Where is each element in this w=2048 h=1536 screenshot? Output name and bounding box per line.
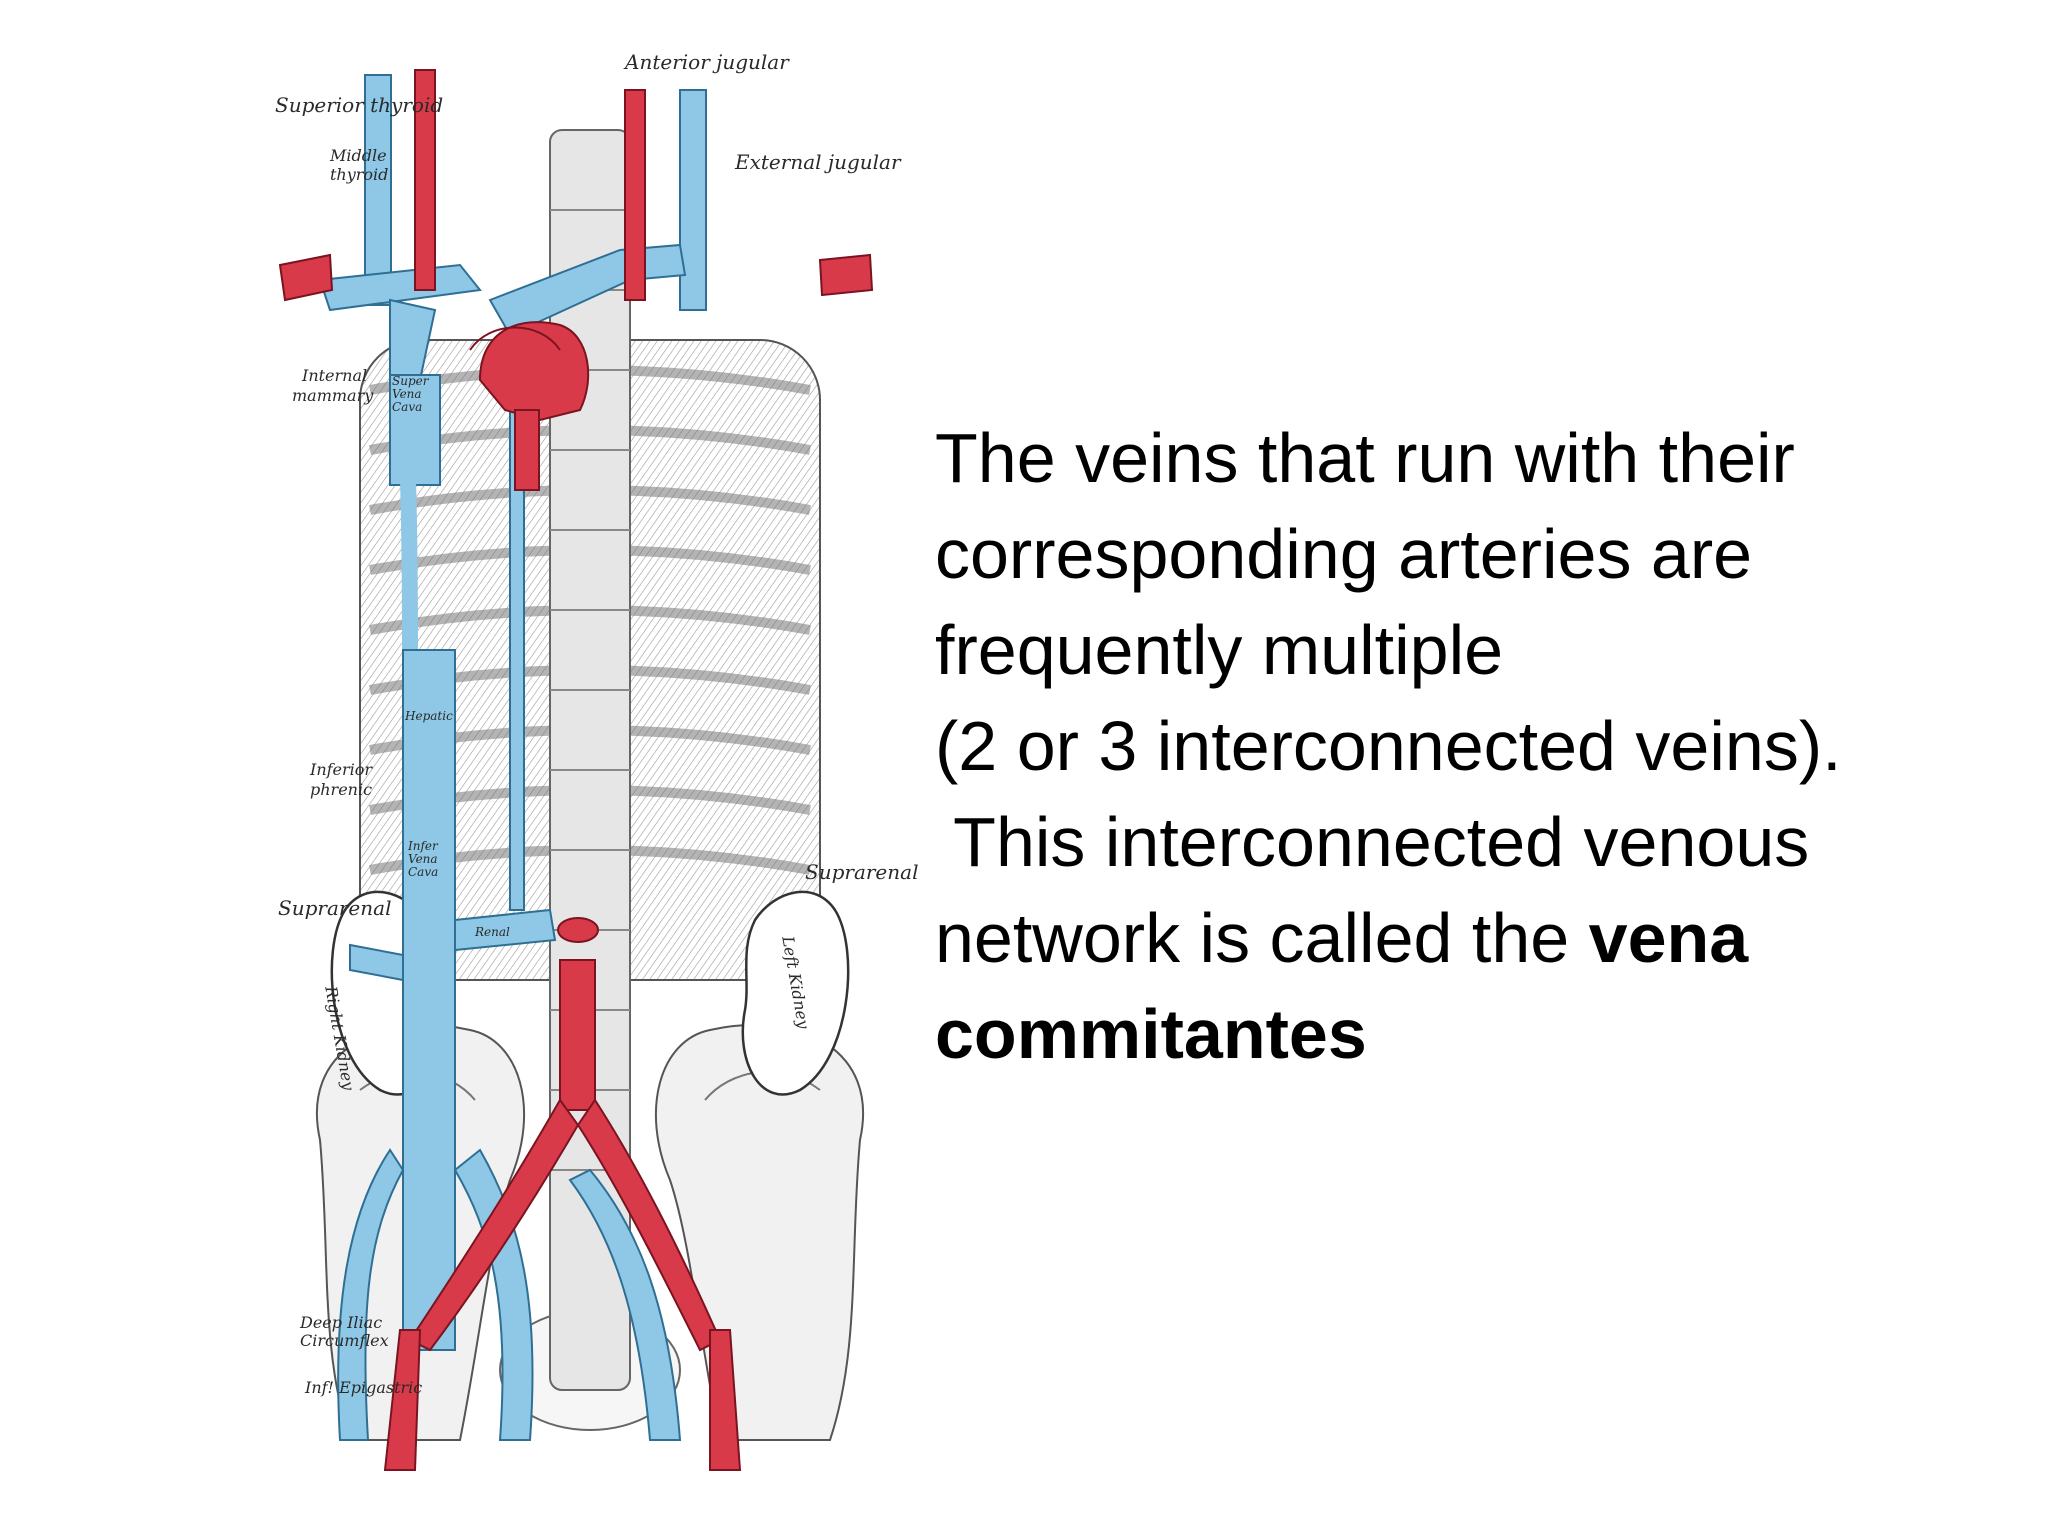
label-svc-1: Super bbox=[392, 374, 429, 388]
body-line-3: frequently multiple bbox=[935, 611, 1504, 689]
label-hepatic: Hepatic bbox=[405, 709, 453, 723]
body-line-4: (2 or 3 interconnected veins). bbox=[935, 707, 1842, 785]
label-deep-iliac-2: Circumflex bbox=[300, 1331, 389, 1350]
label-renal: Renal bbox=[475, 925, 510, 939]
bold-term-vena: vena bbox=[1588, 899, 1749, 977]
label-deep-iliac-1: Deep Iliac bbox=[300, 1313, 383, 1332]
label-ivc-2: Vena bbox=[408, 852, 438, 866]
label-svc-2: Vena bbox=[392, 387, 422, 401]
label-ivc-3: Cava bbox=[408, 865, 439, 879]
body-line-7: commitantes bbox=[935, 986, 2015, 1082]
label-ivc-1: Infer bbox=[408, 839, 438, 853]
slide-body-text: The veins that run with their correspond… bbox=[935, 410, 2015, 1082]
aortic-arch bbox=[469, 326, 561, 351]
label-superior-thyroid: Superior thyroid bbox=[275, 93, 444, 117]
label-suprarenal-right-side: Suprarenal bbox=[278, 896, 392, 920]
venous-anatomy-illustration: Anterior jugular Superior thyroid Middle… bbox=[260, 50, 920, 1490]
label-suprarenal-left-side: Suprarenal bbox=[805, 860, 919, 884]
body-line-2: corresponding arteries are bbox=[935, 515, 1753, 593]
label-inferior-epigastric: Inf! Epigastric bbox=[305, 1378, 423, 1397]
label-middle-thyroid-2: thyroid bbox=[330, 165, 389, 184]
anatomy-diagram bbox=[278, 69, 874, 1471]
label-middle-thyroid-1: Middle bbox=[330, 146, 387, 165]
arteries bbox=[278, 69, 874, 1471]
label-inferior-phrenic-1: Inferior bbox=[310, 760, 373, 779]
label-inferior-phrenic-2: phrenic bbox=[310, 780, 373, 799]
bold-term-commitantes: commitantes bbox=[935, 995, 1367, 1073]
label-anterior-jugular: Anterior jugular bbox=[625, 50, 789, 74]
label-external-jugular: External jugular bbox=[735, 150, 901, 174]
label-internal-mammary-1: Internal bbox=[302, 366, 368, 385]
body-line-1: The veins that run with their bbox=[935, 419, 1795, 497]
body-line-5: This interconnected venous bbox=[935, 803, 1810, 881]
label-internal-mammary-2: mammary bbox=[292, 386, 374, 405]
label-svc-3: Cava bbox=[392, 400, 423, 414]
body-line-6-prefix: network is called the bbox=[935, 899, 1589, 977]
veins bbox=[318, 74, 707, 1441]
body-line-6: network is called the vena bbox=[935, 890, 2015, 986]
